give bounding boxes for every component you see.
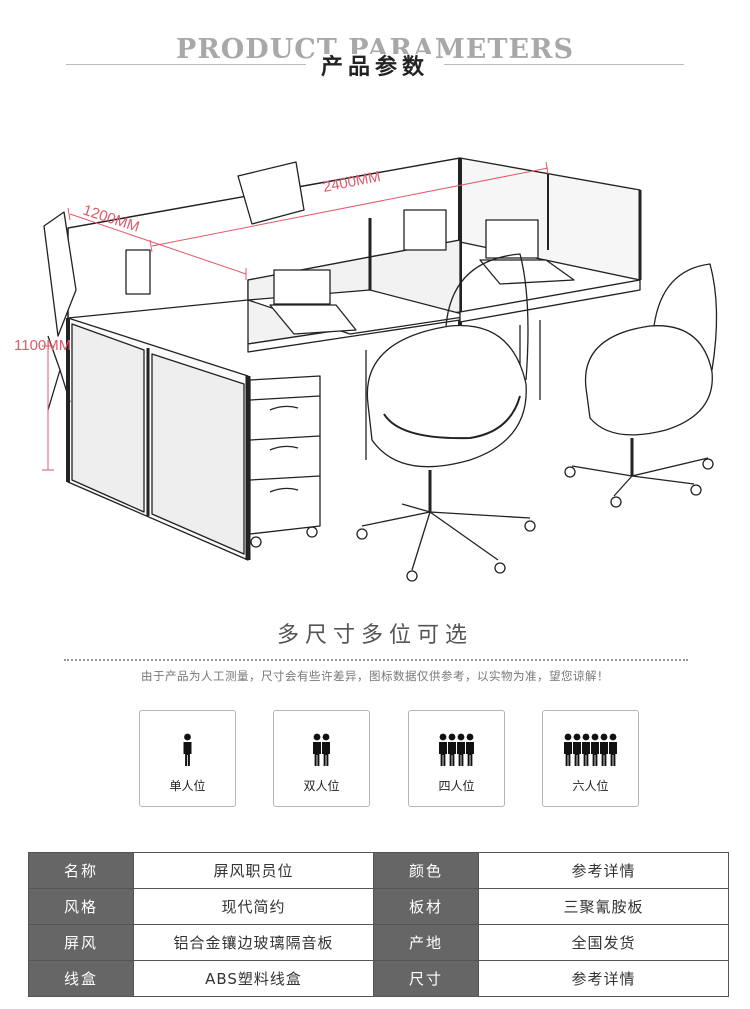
parameter-table: 名称 屏风职员位 颜色 参考详情 风格 现代简约 板材 三聚氰胺板 屏风 铝合金… bbox=[28, 852, 729, 997]
seat-option-single[interactable]: 单人位 bbox=[139, 710, 236, 807]
seat-option-label: 双人位 bbox=[303, 779, 340, 793]
workstation-illustration: 2400MM 1200MM 1100MM bbox=[14, 157, 718, 582]
seat-option-four[interactable]: 四人位 bbox=[408, 710, 505, 807]
param-value: ABS塑料线盒 bbox=[133, 960, 374, 997]
person-icon-group bbox=[183, 733, 192, 766]
person-icon bbox=[573, 733, 581, 766]
param-key: 板材 bbox=[373, 888, 479, 925]
title-chinese: 产品参数 bbox=[0, 52, 750, 82]
person-icon bbox=[600, 733, 608, 766]
person-icon-group bbox=[313, 733, 330, 766]
param-key: 尺寸 bbox=[373, 960, 479, 997]
person-icon bbox=[183, 733, 192, 766]
param-value: 参考详情 bbox=[478, 852, 729, 889]
param-value: 全国发货 bbox=[478, 924, 729, 961]
param-key: 名称 bbox=[28, 852, 134, 889]
param-key: 产地 bbox=[373, 924, 479, 961]
param-key: 线盒 bbox=[28, 960, 134, 997]
table-row: 名称 屏风职员位 颜色 参考详情 bbox=[28, 852, 729, 889]
person-icon bbox=[564, 733, 572, 766]
measurement-note: 由于产品为人工测量，尺寸会有些许差异，图标数据仅供参考，以实物为准，望您谅解！ bbox=[141, 669, 609, 683]
seat-option-double[interactable]: 双人位 bbox=[273, 710, 370, 807]
person-icon bbox=[591, 733, 599, 766]
param-value: 三聚氰胺板 bbox=[478, 888, 729, 925]
seat-option-six[interactable]: 六人位 bbox=[542, 710, 639, 807]
param-value: 铝合金镶边玻璃隔音板 bbox=[133, 924, 374, 961]
person-icon bbox=[448, 733, 456, 766]
table-row: 屏风 铝合金镶边玻璃隔音板 产地 全国发货 bbox=[28, 924, 729, 961]
person-icon bbox=[313, 733, 321, 766]
dotted-divider bbox=[64, 659, 688, 661]
seat-option-label: 四人位 bbox=[438, 779, 475, 793]
person-icon bbox=[582, 733, 590, 766]
person-icon-group bbox=[564, 733, 617, 766]
person-icon-group bbox=[439, 733, 474, 766]
header-rule-right bbox=[444, 64, 684, 65]
param-value: 参考详情 bbox=[478, 960, 729, 997]
person-icon bbox=[609, 733, 617, 766]
param-key: 屏风 bbox=[28, 924, 134, 961]
param-value: 现代简约 bbox=[133, 888, 374, 925]
seat-option-label: 六人位 bbox=[572, 779, 609, 793]
table-row: 线盒 ABS塑料线盒 尺寸 参考详情 bbox=[28, 960, 729, 997]
header-rule-left bbox=[66, 64, 306, 65]
seat-option-label: 单人位 bbox=[169, 779, 206, 793]
person-icon bbox=[457, 733, 465, 766]
param-key: 颜色 bbox=[373, 852, 479, 889]
person-icon bbox=[322, 733, 330, 766]
size-options-title: 多尺寸多位可选 bbox=[276, 623, 473, 648]
param-value: 屏风职员位 bbox=[133, 852, 374, 889]
param-key: 风格 bbox=[28, 888, 134, 925]
person-icon bbox=[439, 733, 447, 766]
person-icon bbox=[466, 733, 474, 766]
table-row: 风格 现代简约 板材 三聚氰胺板 bbox=[28, 888, 729, 925]
dimension-height-label: 1100MM bbox=[14, 337, 71, 354]
